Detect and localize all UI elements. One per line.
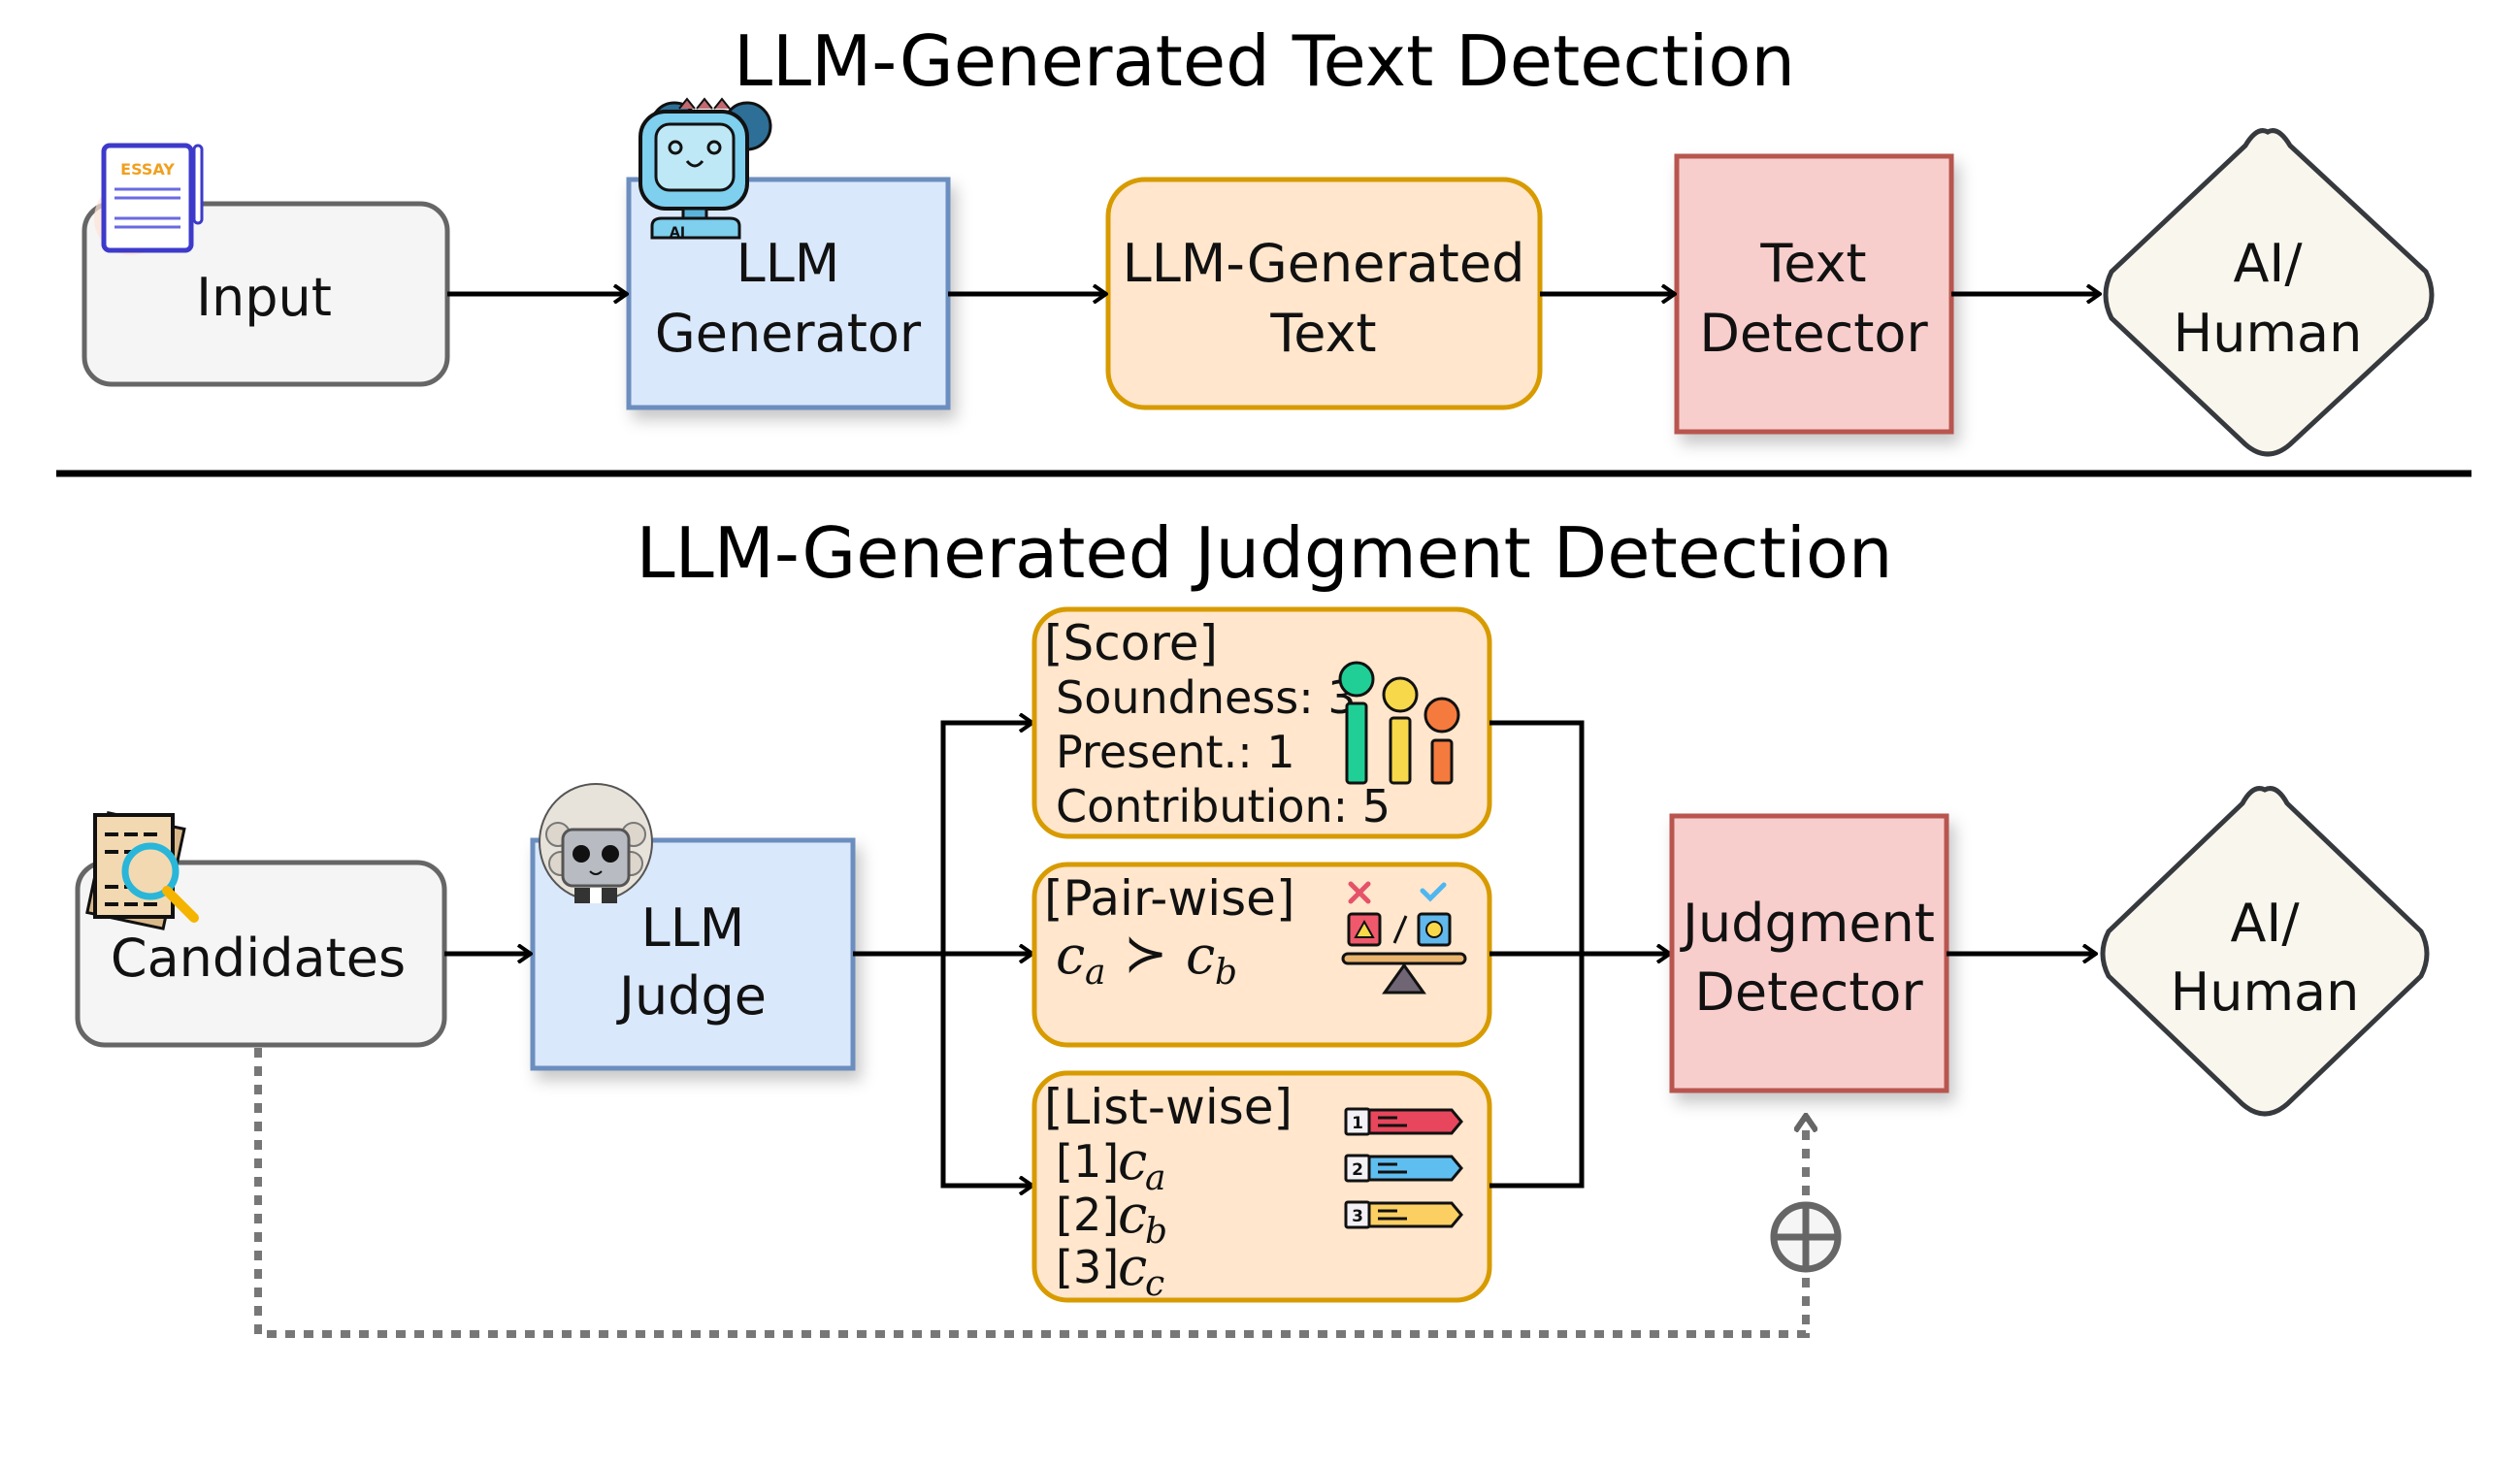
listwise-sub: a	[1145, 1158, 1165, 1198]
svg-text:3: 3	[1352, 1207, 1363, 1226]
bottom-section-title: LLM-Generated Judgment Detection	[636, 512, 1892, 594]
text-detector-node[interactable]	[1674, 153, 1954, 435]
text-detector-label-line2: Detector	[1699, 303, 1928, 364]
score-item: Soundness: 3	[1056, 671, 1357, 724]
bottom-output-label-line1: AI/	[2230, 893, 2300, 954]
pairwise-header: [Pair-wise]	[1044, 870, 1294, 927]
svg-text:2: 2	[1352, 1160, 1363, 1180]
generated-text-label-line1: LLM-Generated	[1123, 233, 1525, 294]
llm-generator-label-line1: LLM	[736, 233, 840, 294]
listwise-rank: [3]	[1056, 1241, 1119, 1293]
arrow-judge-to-listwise	[940, 954, 1032, 1186]
top-section-title: LLM-Generated Text Detection	[734, 20, 1795, 102]
rank-badge-2: 2	[1344, 1154, 1463, 1183]
pairwise-left-sub: a	[1085, 953, 1105, 993]
listwise-header: [List-wise]	[1044, 1079, 1293, 1135]
bottom-output-label-line2: Human	[2171, 962, 2360, 1023]
listwise-sub: b	[1145, 1212, 1167, 1252]
score-header: [Score]	[1044, 615, 1218, 671]
text-detector-label-line1: Text	[1759, 233, 1866, 294]
top-output-label-line1: AI/	[2233, 233, 2303, 294]
listwise-var: c	[1118, 1130, 1147, 1191]
score-format-node[interactable]: [Score] Soundness: 3 Present.: 1 Contrib…	[1031, 606, 1492, 839]
score-item: Present.: 1	[1056, 726, 1295, 778]
listwise-rank: [2]	[1056, 1189, 1119, 1241]
judgment-detector-label-line2: Detector	[1694, 962, 1923, 1023]
pairwise-relation: ≻	[1124, 923, 1167, 984]
svg-text:AI: AI	[670, 225, 685, 241]
pairwise-format-node[interactable]: [Pair-wise] c a ≻ c b	[1031, 862, 1492, 1048]
bottom-output-decision: AI/ Human	[2100, 786, 2430, 1117]
top-output-label-line2: Human	[2174, 303, 2363, 364]
input-label: Input	[196, 267, 332, 328]
llm-generated-text-node[interactable]: LLM-Generated Text	[1105, 177, 1543, 410]
emoji-bar-rating-icon	[1338, 661, 1460, 785]
score-item: Contribution: 5	[1056, 780, 1391, 832]
combine-oplus-icon	[1770, 1201, 1842, 1273]
listwise-sub: c	[1145, 1264, 1164, 1304]
robot-ai-icon: AI	[638, 97, 772, 241]
pairwise-right-var: c	[1186, 925, 1215, 986]
arrow-judge-to-score	[940, 723, 1032, 954]
listwise-format-node[interactable]: [List-wise] [1] c a [2] c b [3] c c	[1031, 1070, 1492, 1304]
listwise-var: c	[1118, 1184, 1147, 1245]
listwise-rank: [1]	[1056, 1135, 1119, 1188]
judge-robot-wig-icon	[539, 783, 653, 903]
llm-judge-label-line2: Judge	[616, 965, 767, 1027]
pairwise-left-var: c	[1056, 925, 1085, 986]
pairwise-right-sub: b	[1215, 953, 1237, 993]
llm-generator-label-line2: Generator	[655, 303, 922, 364]
ranking-list-icon: 1 2 3	[1344, 1107, 1463, 1229]
candidates-label: Candidates	[111, 928, 406, 989]
rank-badge-1: 1	[1344, 1107, 1463, 1136]
document-magnifier-icon	[85, 811, 199, 930]
listwise-var: c	[1118, 1236, 1147, 1297]
rank-badge-3: 3	[1344, 1200, 1463, 1229]
judgment-detector-node[interactable]	[1669, 813, 1949, 1093]
svg-text:1: 1	[1352, 1114, 1363, 1133]
judgment-detector-label-line1: Judgment	[1680, 893, 1935, 954]
llm-judge-label-line1: LLM	[641, 897, 745, 959]
svg-text:ESSAY: ESSAY	[120, 160, 175, 179]
essay-document-icon: ESSAY	[94, 143, 204, 255]
balance-scale-icon	[1341, 881, 1467, 994]
generated-text-label-line2: Text	[1269, 303, 1376, 364]
top-output-decision: AI/ Human	[2103, 128, 2435, 457]
